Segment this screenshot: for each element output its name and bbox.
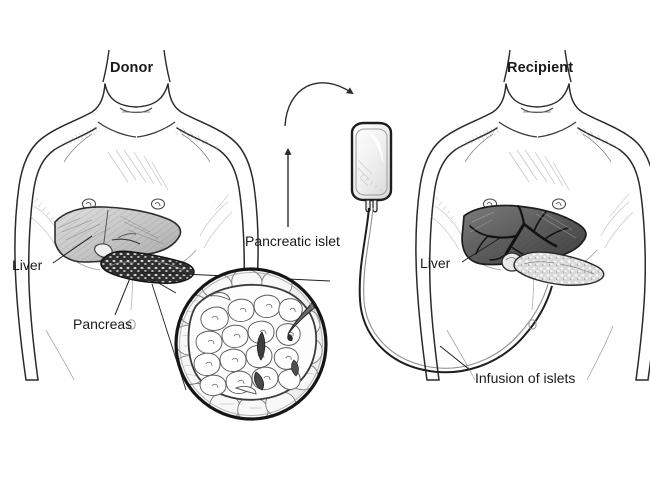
leader-pancreas-to-circle [140,272,177,294]
flow-arrows [284,82,354,227]
donor-pancreas [100,250,195,284]
donor-liver [54,206,182,263]
pancreatic-islet-magnifier [174,267,328,421]
leader-liver-recipient [461,237,501,263]
recipient-liver [461,204,587,272]
label-liver-recipient: Liver [420,255,451,271]
panel-title-donor: Donor [110,60,154,76]
recipient-figure [415,49,650,381]
leader-pancreas [114,277,131,316]
label-pancreatic-islet: Pancreatic islet [245,233,340,249]
leader-infusion [439,345,471,371]
label-liver-donor: Liver [12,257,43,273]
islet-infusion-bag [350,121,393,213]
donor-figure [14,49,259,381]
label-infusion-of-islets: Infusion of islets [475,370,576,386]
recipient-leader-lines [439,237,501,371]
label-pancreas: Pancreas [73,316,133,332]
leader-liver-donor [52,235,93,264]
panel-title-recipient: Recipient [507,60,574,76]
arrow-curved-to-bag [284,82,354,127]
recipient-pancreas [513,251,605,286]
